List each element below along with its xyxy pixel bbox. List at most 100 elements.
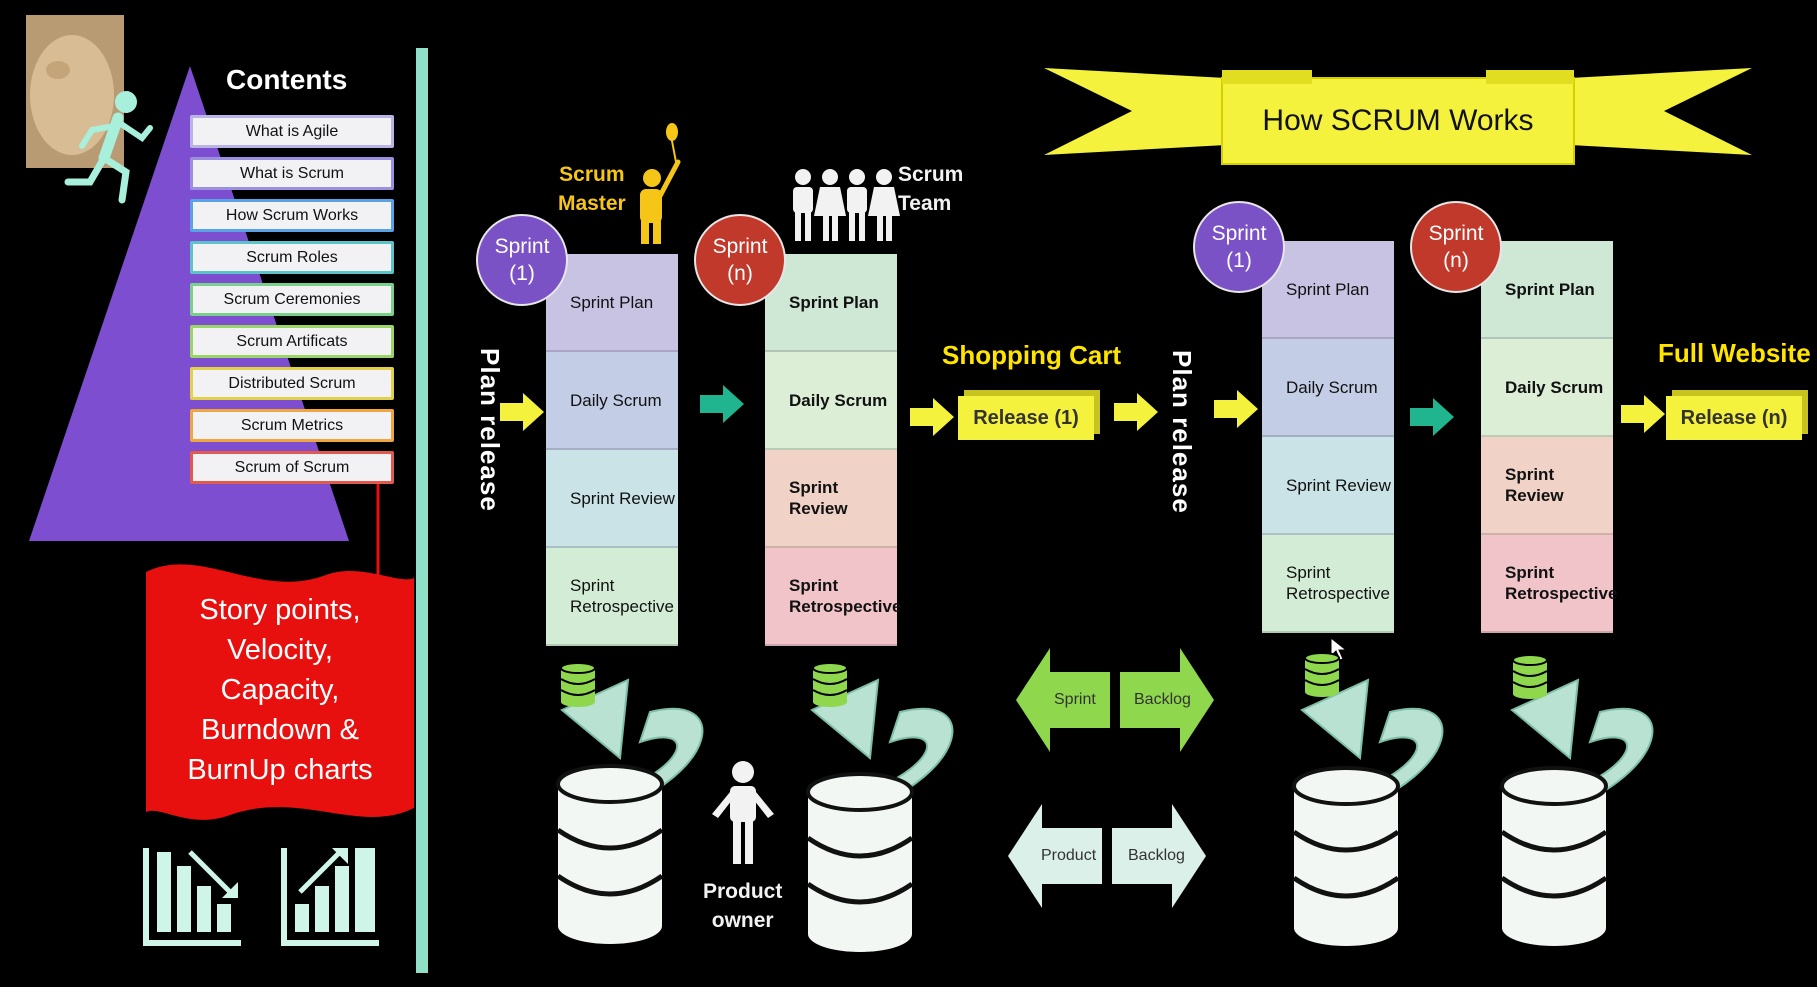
product-owner-icon (712, 761, 774, 864)
release-box: Release (n) (1666, 396, 1802, 440)
product-backlog-label-left: Product (1041, 847, 1097, 864)
database-icon (558, 784, 662, 926)
plan-release-label: Plan release (1167, 350, 1197, 514)
small-database-icon (560, 662, 596, 674)
sprint-badge-line: (n) (727, 262, 753, 285)
small-database-icon (812, 689, 848, 696)
contents-item[interactable]: Scrum Artificats (190, 325, 394, 358)
sprint-backlog-arrow (1016, 648, 1214, 752)
sprint-phase: Sprint Plan (1262, 241, 1394, 339)
small-database-icon (1512, 670, 1548, 677)
sprint-phase-line: Sprint Plan (1505, 279, 1595, 299)
sprint-phase-line: Daily Scrum (789, 390, 888, 410)
small-database-icon (813, 697, 847, 707)
contents-item[interactable]: Scrum of Scrum (190, 451, 394, 484)
database-icon (556, 764, 664, 804)
sprint-badge-line: (1) (509, 262, 535, 285)
arrow-teal-2 (1410, 398, 1454, 436)
contents-item[interactable]: Scrum Roles (190, 241, 394, 274)
sprint-badge-line: (1) (1226, 249, 1252, 272)
product-backlog-label-right: Backlog (1128, 847, 1185, 864)
milestone-heading: Full Website (1658, 338, 1811, 368)
database-icon (1292, 766, 1400, 806)
contents-item[interactable]: What is Agile (190, 115, 394, 148)
scrum-team-icon (793, 169, 900, 241)
small-database-icon (1512, 654, 1548, 666)
scrum-master-label: Scrum Master (558, 160, 626, 218)
contents-item[interactable]: What is Scrum (190, 157, 394, 190)
sprint-backlog-label-left: Sprint (1054, 691, 1096, 708)
sprint-phase-line: Sprint Review (1286, 475, 1391, 495)
sprint-phase-line: Sprint (570, 576, 615, 595)
sprint-phase: Daily Scrum (546, 352, 678, 450)
scrum-team-label-line: Scrum (898, 163, 964, 186)
contents-item[interactable]: How Scrum Works (190, 199, 394, 232)
contents-item[interactable]: Scrum Ceremonies (190, 283, 394, 316)
database-icon (1500, 829, 1608, 853)
database-icon (806, 835, 914, 859)
database-icon (1500, 875, 1608, 899)
sprint-phase-line: Retrospective (1505, 584, 1618, 603)
small-database-icon (1305, 687, 1339, 697)
sprint-phase-line: Daily Scrum (1505, 377, 1604, 397)
sprint-phase: Daily Scrum (765, 352, 897, 450)
small-database-icon (1304, 679, 1340, 686)
sprint-phase: Sprint Review (546, 450, 678, 548)
small-database-icon (560, 689, 596, 696)
sprint-badge-line: (n) (1443, 249, 1469, 272)
sprint-phase-line: Retrospective (1286, 584, 1390, 603)
metrics-note-line: Capacity, (220, 674, 340, 706)
sprint-badge: Sprint(1) (476, 214, 568, 306)
sprint-badge-line: Sprint (1428, 222, 1484, 245)
sprint-backlog-label-right: Backlog (1134, 691, 1191, 708)
sprint-phase-line: Sprint Plan (1286, 279, 1370, 299)
return-arrow-icon (1537, 707, 1654, 814)
scrum-master-label-line: Master (558, 192, 626, 215)
running-man-icon (64, 91, 153, 204)
vertical-divider (416, 48, 428, 973)
small-database-icon (1513, 689, 1547, 699)
scrum-master-label-line: Scrum (559, 163, 625, 186)
how-scrum-works-banner (1044, 68, 1752, 165)
database-icon (1292, 875, 1400, 899)
sprint-phase: Sprint Review (1262, 437, 1394, 535)
arrow-teal-1 (700, 385, 744, 423)
contents-item[interactable]: Scrum Metrics (190, 409, 394, 442)
database-icon (1294, 910, 1398, 946)
release-box: Release (1) (958, 396, 1094, 440)
pointer-arrow (372, 480, 384, 588)
scrum-team-label-line: Team (898, 192, 952, 215)
contents-item[interactable]: Distributed Scrum (190, 367, 394, 400)
sprint-phase-line: Retrospective (789, 597, 902, 616)
database-icon (1500, 766, 1608, 806)
small-database-icon (812, 678, 848, 685)
small-database-icon (560, 678, 596, 685)
database-icon (808, 916, 912, 952)
metrics-note-line: Story points, (199, 594, 361, 626)
sprint-phase-line: Review (1505, 486, 1564, 505)
metrics-note-line: Velocity, (227, 634, 333, 666)
banner-title: How SCRUM Works (1262, 104, 1534, 137)
scrum-team-label: Scrum Team (898, 160, 963, 218)
database-icon (556, 873, 664, 897)
database-icon (1502, 910, 1606, 946)
database-icon (806, 772, 914, 812)
metrics-note-text: Story points, Velocity, Capacity, Burndo… (146, 590, 414, 790)
sprint-phase-line: Sprint (789, 576, 839, 595)
small-database-icon (812, 662, 848, 674)
small-database-icon (1512, 681, 1548, 688)
scrum-master-icon (640, 123, 681, 244)
small-database-icon (1304, 652, 1340, 664)
sprint-phase-line: Sprint Plan (789, 292, 879, 312)
database-icon (1292, 829, 1400, 853)
